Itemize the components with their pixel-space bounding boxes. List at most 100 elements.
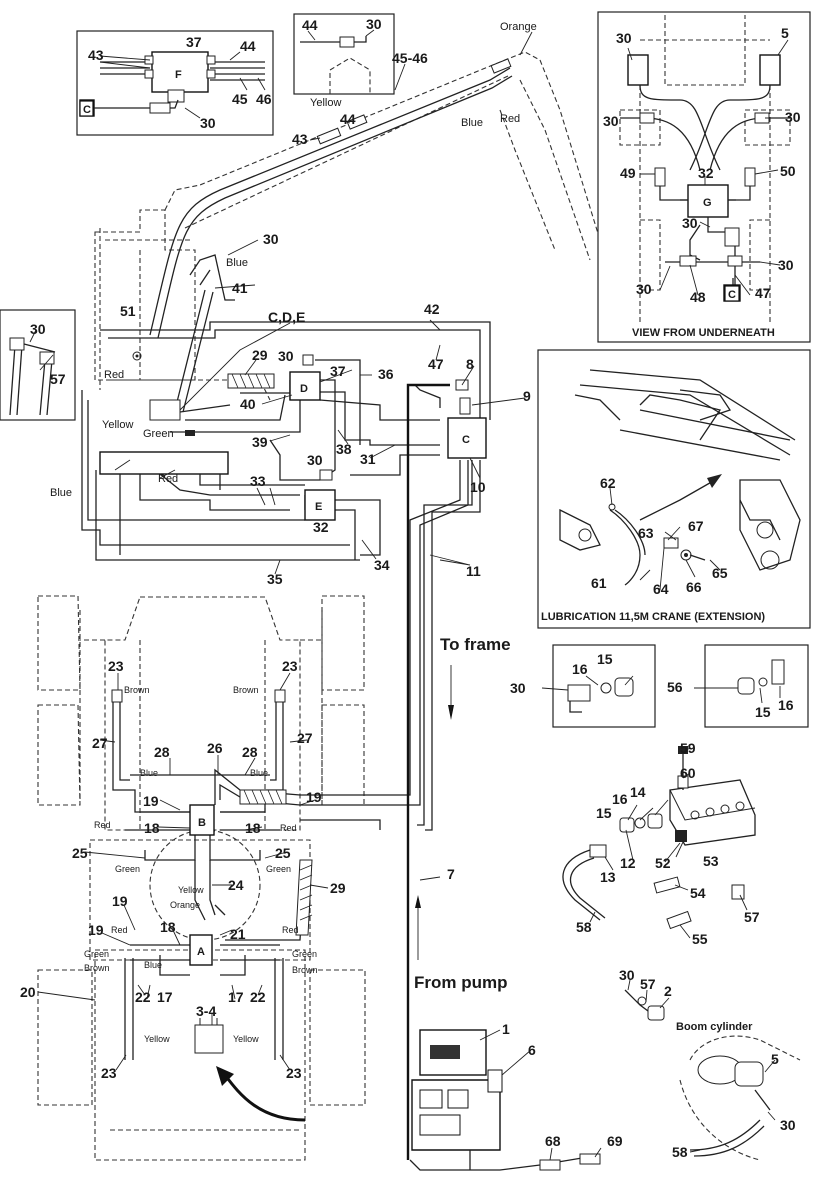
label-30: 30 [636, 281, 652, 297]
label-16: 16 [778, 697, 794, 713]
part-number-labels: 37 44 43 45 46 30 44 30 45-46 44 43 30 5… [20, 16, 801, 1160]
block-c: C [462, 434, 470, 446]
label-63: 63 [638, 525, 654, 541]
caption-lubrication-extension: LUBRICATION 11,5M CRANE (EXTENSION) [541, 611, 765, 623]
label-28: 28 [242, 744, 258, 760]
color-yellow: Yellow [233, 1034, 259, 1044]
label-3-4: 3-4 [196, 1003, 216, 1019]
label-16: 16 [612, 791, 628, 807]
label-9: 9 [523, 388, 531, 404]
label-30: 30 [366, 16, 382, 32]
chassis-hoses [111, 460, 469, 1060]
label-57: 57 [50, 371, 66, 387]
label-27: 27 [92, 735, 108, 751]
label-30: 30 [30, 321, 46, 337]
label-33: 33 [250, 473, 266, 489]
label-30: 30 [510, 680, 526, 696]
label-41: 41 [232, 280, 248, 296]
label-69: 69 [607, 1133, 623, 1149]
inset-distributor-f [76, 30, 274, 136]
label-37: 37 [330, 363, 346, 379]
label-65: 65 [712, 565, 728, 581]
label-11: 11 [466, 563, 481, 579]
color-red: Red [500, 113, 520, 125]
color-brown: Brown [292, 965, 318, 975]
label-30: 30 [307, 452, 323, 468]
block-a: A [197, 946, 205, 958]
label-53: 53 [703, 853, 719, 869]
label-61: 61 [591, 575, 607, 591]
label-44: 44 [302, 17, 318, 33]
label-18: 18 [245, 820, 261, 836]
caption-from-pump: From pump [414, 973, 508, 992]
label-29: 29 [252, 347, 268, 363]
label-30: 30 [785, 109, 801, 125]
label-48: 48 [690, 289, 706, 305]
color-red: Red [158, 473, 178, 485]
label-28: 28 [154, 744, 170, 760]
label-cde: C,D,E [268, 309, 305, 325]
label-30: 30 [778, 257, 794, 273]
label-31: 31 [360, 451, 376, 467]
block-b: B [198, 817, 206, 829]
color-yellow: Yellow [102, 419, 133, 431]
pump-unit [409, 1029, 601, 1171]
label-56: 56 [667, 679, 683, 695]
color-red: Red [104, 369, 124, 381]
label-57: 57 [640, 976, 656, 992]
label-38: 38 [336, 441, 352, 457]
label-42: 42 [424, 301, 440, 317]
label-17: 17 [157, 989, 173, 1005]
block-g: G [703, 197, 712, 209]
label-44: 44 [340, 111, 356, 127]
label-54: 54 [690, 885, 706, 901]
boom-cylinder-detail [624, 989, 801, 1161]
label-18: 18 [144, 820, 160, 836]
inset-lubrication-extension [537, 349, 811, 629]
label-35: 35 [267, 571, 283, 587]
label-66: 66 [686, 579, 702, 595]
label-60: 60 [680, 765, 696, 781]
label-39: 39 [252, 434, 268, 450]
label-23: 23 [101, 1065, 117, 1081]
label-64: 64 [653, 581, 669, 597]
color-blue: Blue [144, 960, 162, 970]
label-40: 40 [240, 396, 256, 412]
label-45: 45 [232, 91, 248, 107]
inset-fitting-44 [293, 13, 395, 95]
label-20: 20 [20, 984, 36, 1000]
label-18: 18 [160, 919, 176, 935]
label-68: 68 [545, 1133, 561, 1149]
main-lines [216, 383, 481, 1160]
label-8: 8 [466, 356, 474, 372]
label-30: 30 [780, 1117, 796, 1133]
label-30: 30 [616, 30, 632, 46]
label-2: 2 [664, 983, 672, 999]
label-30: 30 [603, 113, 619, 129]
color-green: Green [266, 864, 291, 874]
block-f: F [175, 69, 182, 81]
label-14: 14 [630, 784, 646, 800]
color-green: Green [84, 949, 109, 959]
caption-boom-cylinder: Boom cylinder [676, 1021, 753, 1033]
label-23: 23 [286, 1065, 302, 1081]
color-red: Red [94, 820, 111, 830]
crane-base-hoses [81, 321, 491, 561]
label-15: 15 [597, 651, 613, 667]
color-brown: Brown [84, 963, 110, 973]
boom-hoses [149, 58, 513, 413]
color-blue: Blue [250, 768, 268, 778]
label-30: 30 [619, 967, 635, 983]
color-orange: Orange [500, 21, 537, 33]
label-22: 22 [250, 989, 266, 1005]
label-67: 67 [688, 518, 704, 534]
distributor-53-assembly [562, 746, 756, 930]
label-55: 55 [692, 931, 708, 947]
color-blue: Blue [140, 768, 158, 778]
color-blue: Blue [50, 487, 72, 499]
label-51: 51 [120, 303, 136, 319]
block-letters: F G D C E B A C C [79, 69, 740, 958]
label-36: 36 [378, 366, 394, 382]
inset-fitting-56-detail [704, 644, 809, 728]
label-32: 32 [698, 165, 714, 181]
